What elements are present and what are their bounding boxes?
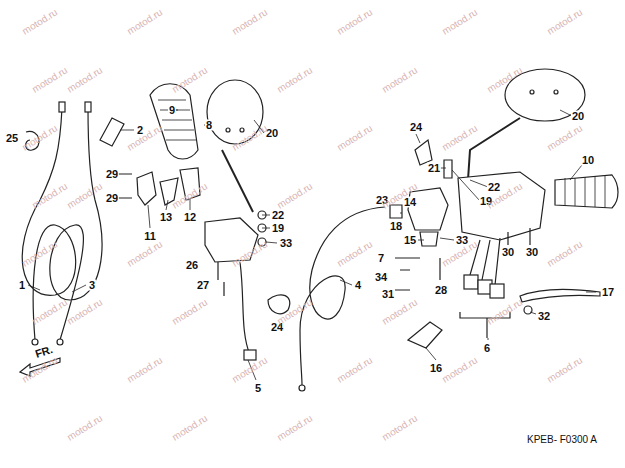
watermark: motod.ru: [276, 65, 315, 94]
watermark: motod.ru: [126, 239, 165, 268]
callout-number: 4: [354, 280, 362, 291]
callout-number: 15: [403, 235, 417, 246]
watermark: motod.ru: [276, 413, 315, 442]
watermark: motod.ru: [276, 181, 315, 210]
callout-number: 1: [18, 280, 26, 291]
callout-number: 33: [279, 238, 293, 249]
watermark: motod.ru: [171, 65, 210, 94]
watermark: motod.ru: [486, 297, 525, 326]
watermark: motod.ru: [31, 181, 70, 210]
callout-number: 7: [377, 253, 385, 264]
callout-number: 6: [483, 343, 491, 354]
callout-number: 11: [143, 231, 157, 242]
callout-number: 25: [5, 133, 19, 144]
callout-number: 29: [105, 169, 119, 180]
callout-number: 21: [427, 163, 441, 174]
callout-number: 30: [525, 247, 539, 258]
callout-number: 16: [429, 363, 443, 374]
watermark: motod.ru: [126, 7, 165, 36]
watermark: motod.ru: [66, 413, 105, 442]
callout-number: 22: [487, 182, 501, 193]
watermark: motod.ru: [336, 7, 375, 36]
callout-number: 32: [537, 311, 551, 322]
callout-number: 26: [185, 260, 199, 271]
watermark: motod.ru: [171, 297, 210, 326]
diagram-code: KPEB- F0300 A: [526, 435, 598, 445]
watermark: motod.ru: [171, 413, 210, 442]
watermark: motod.ru: [546, 123, 585, 152]
watermark: motod.ru: [546, 7, 585, 36]
watermark: motod.ru: [126, 123, 165, 152]
watermark: motod.ru: [31, 297, 70, 326]
watermark: motod.ru: [336, 123, 375, 152]
callout-number: 17: [601, 287, 615, 298]
callout-number: 34: [374, 272, 388, 283]
callout-number: 13: [159, 212, 173, 223]
watermark: motod.ru: [336, 355, 375, 384]
watermark: motod.ru: [126, 355, 165, 384]
callout-number: 18: [389, 221, 403, 232]
watermark: motod.ru: [441, 355, 480, 384]
callout-number: 5: [254, 383, 262, 394]
callout-number: 12: [183, 212, 197, 223]
watermark: motod.ru: [66, 181, 105, 210]
watermark: motod.ru: [31, 65, 70, 94]
callout-number: 27: [196, 280, 210, 291]
callout-number: 29: [105, 193, 119, 204]
callout-number: 9: [168, 105, 176, 116]
watermark: motod.ru: [231, 7, 270, 36]
callout-number: 24: [409, 122, 423, 133]
watermark: motod.ru: [21, 355, 60, 384]
callout-number: 30: [501, 247, 515, 258]
watermark: motod.ru: [21, 239, 60, 268]
watermark: motod.ru: [381, 297, 420, 326]
watermark: motod.ru: [381, 65, 420, 94]
watermark: motod.ru: [21, 7, 60, 36]
watermark: motod.ru: [21, 123, 60, 152]
callout-number: 19: [271, 223, 285, 234]
callout-number: 28: [434, 285, 448, 296]
callout-number: 20: [571, 111, 585, 122]
watermark: motod.ru: [381, 413, 420, 442]
callout-number: 3: [88, 280, 96, 291]
callout-number: 31: [381, 289, 395, 300]
callout-number: 10: [581, 155, 595, 166]
watermark: motod.ru: [336, 239, 375, 268]
watermark: motod.ru: [546, 239, 585, 268]
watermark: motod.ru: [66, 65, 105, 94]
watermark: motod.ru: [546, 355, 585, 384]
watermark: motod.ru: [441, 7, 480, 36]
callout-number: 8: [205, 120, 213, 131]
callout-number: 22: [271, 210, 285, 221]
